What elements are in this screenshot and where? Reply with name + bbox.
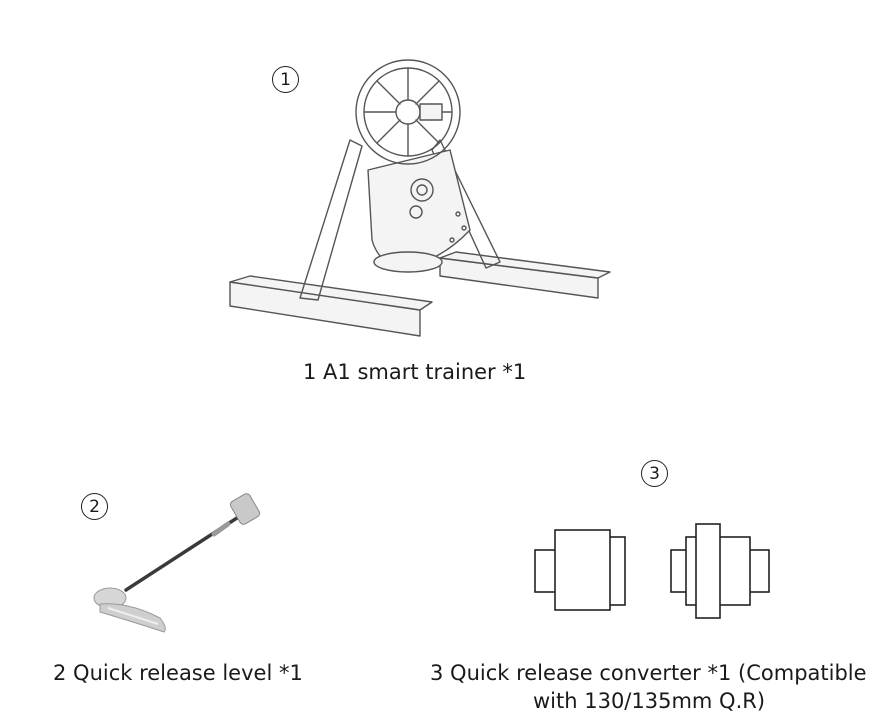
- item-2-caption: 2 Quick release level *1: [53, 661, 303, 685]
- item-1-caption: 1 A1 smart trainer *1: [303, 360, 527, 384]
- converter-a: [534, 529, 626, 611]
- skewer-end-nut: [229, 493, 261, 525]
- trainer-pulley: [410, 178, 434, 202]
- trainer-flywheel: [355, 59, 461, 165]
- trainer-base: [373, 251, 443, 273]
- trainer-rear-foot-top: [439, 251, 611, 279]
- trainer-front-foot-top: [229, 275, 433, 311]
- trainer-axle: [419, 103, 443, 121]
- converter-b: [670, 523, 770, 619]
- item-2-badge: 2: [81, 493, 108, 520]
- trainer-front-leg: [299, 139, 363, 301]
- trainer-flywheel-spokes: [363, 67, 453, 157]
- item-3-badge-number: 3: [649, 463, 660, 484]
- item-3-badge: 3: [641, 460, 668, 487]
- item-2-badge-number: 2: [89, 496, 100, 517]
- item-3-caption-line-2: with 130/135mm Q.R): [533, 689, 766, 713]
- item-1-badge: 1: [272, 66, 299, 93]
- item-1-badge-number: 1: [280, 69, 291, 90]
- item-3-caption-line-1: 3 Quick release converter *1 (Compatible: [430, 661, 867, 685]
